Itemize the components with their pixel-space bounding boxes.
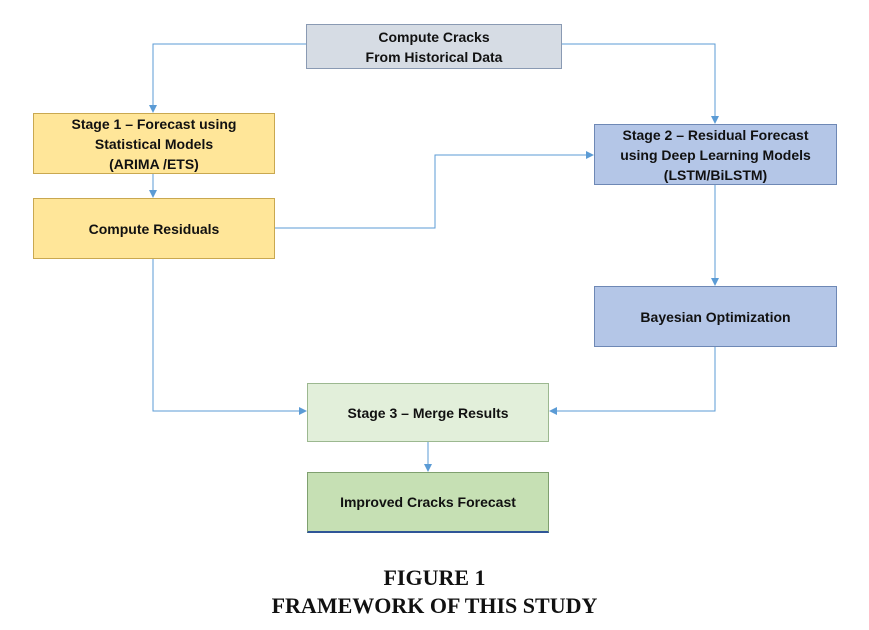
node-stage1-statistical-forecast: Stage 1 – Forecast using Statistical Mod… [33, 113, 275, 174]
edge-residuals-to-stage3 [152, 259, 307, 415]
edge-source-to-stage1 [149, 43, 306, 113]
edge-residuals-to-stage2 [275, 151, 594, 229]
node-compute-cracks: Compute Cracks From Historical Data [306, 24, 562, 69]
figure-title: FRAMEWORK OF THIS STUDY [271, 593, 598, 618]
figure-number: FIGURE 1 [383, 565, 486, 590]
edge-bayes-to-stage3 [549, 347, 716, 415]
node-bayesian-optimization: Bayesian Optimization [594, 286, 837, 347]
edge-source-to-stage2 [562, 43, 719, 124]
node-compute-residuals: Compute Residuals [33, 198, 275, 259]
node-stage3-merge-results: Stage 3 – Merge Results [307, 383, 549, 442]
node-improved-forecast: Improved Cracks Forecast [307, 472, 549, 533]
node-stage2-residual-forecast: Stage 2 – Residual Forecast using Deep L… [594, 124, 837, 185]
